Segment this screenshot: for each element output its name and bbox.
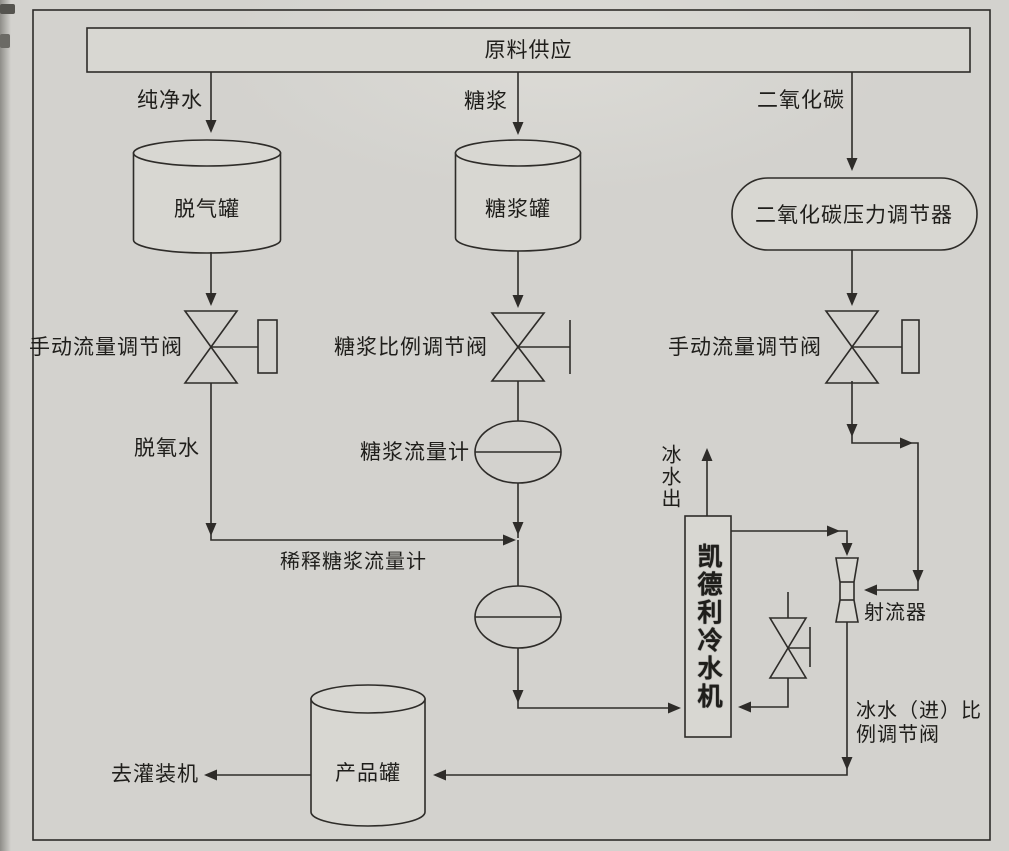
chiller-name: 凯德利冷水机 <box>685 516 731 737</box>
syrup-meter-label: 糖浆流量计 <box>360 440 470 464</box>
arrowhead <box>701 448 713 461</box>
co2-branch-line <box>846 381 924 596</box>
arrowhead <box>841 757 853 770</box>
arrowhead <box>846 293 858 306</box>
arrowhead <box>864 584 877 596</box>
arrowhead <box>205 293 217 306</box>
arrowhead <box>738 701 751 713</box>
ice-water-out-label: 冰水出 <box>658 444 682 510</box>
co2-regulator-outlet-line <box>846 250 858 306</box>
to-filler-label: 去灌装机 <box>111 762 199 786</box>
diluted-syrup-meter-label: 稀释糖浆流量计 <box>280 549 427 573</box>
ice-water-in-valve <box>738 592 811 713</box>
degas-tank-label: 脱气罐 <box>174 197 240 221</box>
supply-box <box>86 27 971 73</box>
arrowhead <box>204 769 217 781</box>
co2-feed-line <box>846 72 858 171</box>
ejector-label: 射流器 <box>864 600 927 624</box>
co2-regulator-label: 二氧化碳压力调节器 <box>755 203 953 227</box>
valve-actuator <box>901 319 920 374</box>
syrup-feed-label: 糖浆 <box>464 89 508 113</box>
diluted-syrup-flow-meter <box>474 585 562 649</box>
outer-frame <box>32 9 991 841</box>
water-feed-line <box>205 72 217 133</box>
to-filler-line <box>204 769 311 781</box>
syrup-valve-label: 糖浆比例调节阀 <box>334 335 488 359</box>
co2-manual-valve <box>824 310 920 384</box>
ejector-outlet-line <box>433 622 853 781</box>
co2-valve-label: 手动流量调节阀 <box>668 335 822 359</box>
product-tank <box>310 684 426 827</box>
arrowhead <box>205 120 217 133</box>
arrowhead <box>433 769 446 781</box>
ejector <box>835 557 859 623</box>
water-feed-label: 纯净水 <box>137 88 203 112</box>
water-valve-label: 手动流量调节阀 <box>29 335 183 359</box>
chiller-to-ejector-line <box>731 525 853 556</box>
degas-tank-outlet-line <box>205 252 217 306</box>
syrup-flow-meter <box>474 420 562 484</box>
arrowhead <box>512 522 524 535</box>
arrowhead <box>512 122 524 135</box>
product-tank-label: 产品罐 <box>335 761 401 785</box>
page-edge-shadow <box>0 0 11 851</box>
arrowhead <box>846 424 858 437</box>
mix-to-chiller-line <box>512 648 681 714</box>
ice-water-in-valve-label: 冰水（进）比 例调节阀 <box>856 698 982 746</box>
chiller-body <box>684 515 732 738</box>
scan-mark <box>0 34 10 48</box>
supply-box-label: 原料供应 <box>484 38 573 62</box>
scan-mark <box>0 4 15 14</box>
arrowhead <box>512 690 524 703</box>
arrowhead <box>827 525 840 537</box>
arrowhead <box>512 295 524 308</box>
ice-water-out-line <box>701 448 713 516</box>
valve-actuator <box>257 319 278 374</box>
syrup-tank-outlet-line <box>512 251 524 308</box>
deox-water-line <box>205 383 516 546</box>
chiller-name-text: 凯德利冷水机 <box>694 542 723 711</box>
co2-regulator <box>731 177 978 251</box>
syrup-feed-line <box>512 72 524 135</box>
syrup-proportion-valve <box>490 312 571 382</box>
water-manual-valve <box>183 310 278 384</box>
arrowhead <box>846 158 858 171</box>
co2-feed-label: 二氧化碳 <box>757 88 845 112</box>
arrowhead <box>912 570 924 583</box>
syrup-tank <box>454 139 582 252</box>
deox-water-label: 脱氧水 <box>134 436 200 460</box>
syrup-meter-outlet-line <box>512 483 524 538</box>
arrowhead <box>668 702 681 714</box>
arrowhead <box>503 534 516 546</box>
arrowhead <box>841 543 853 556</box>
arrowhead <box>900 437 913 449</box>
arrowhead <box>205 523 217 536</box>
syrup-tank-label: 糖浆罐 <box>485 197 551 221</box>
